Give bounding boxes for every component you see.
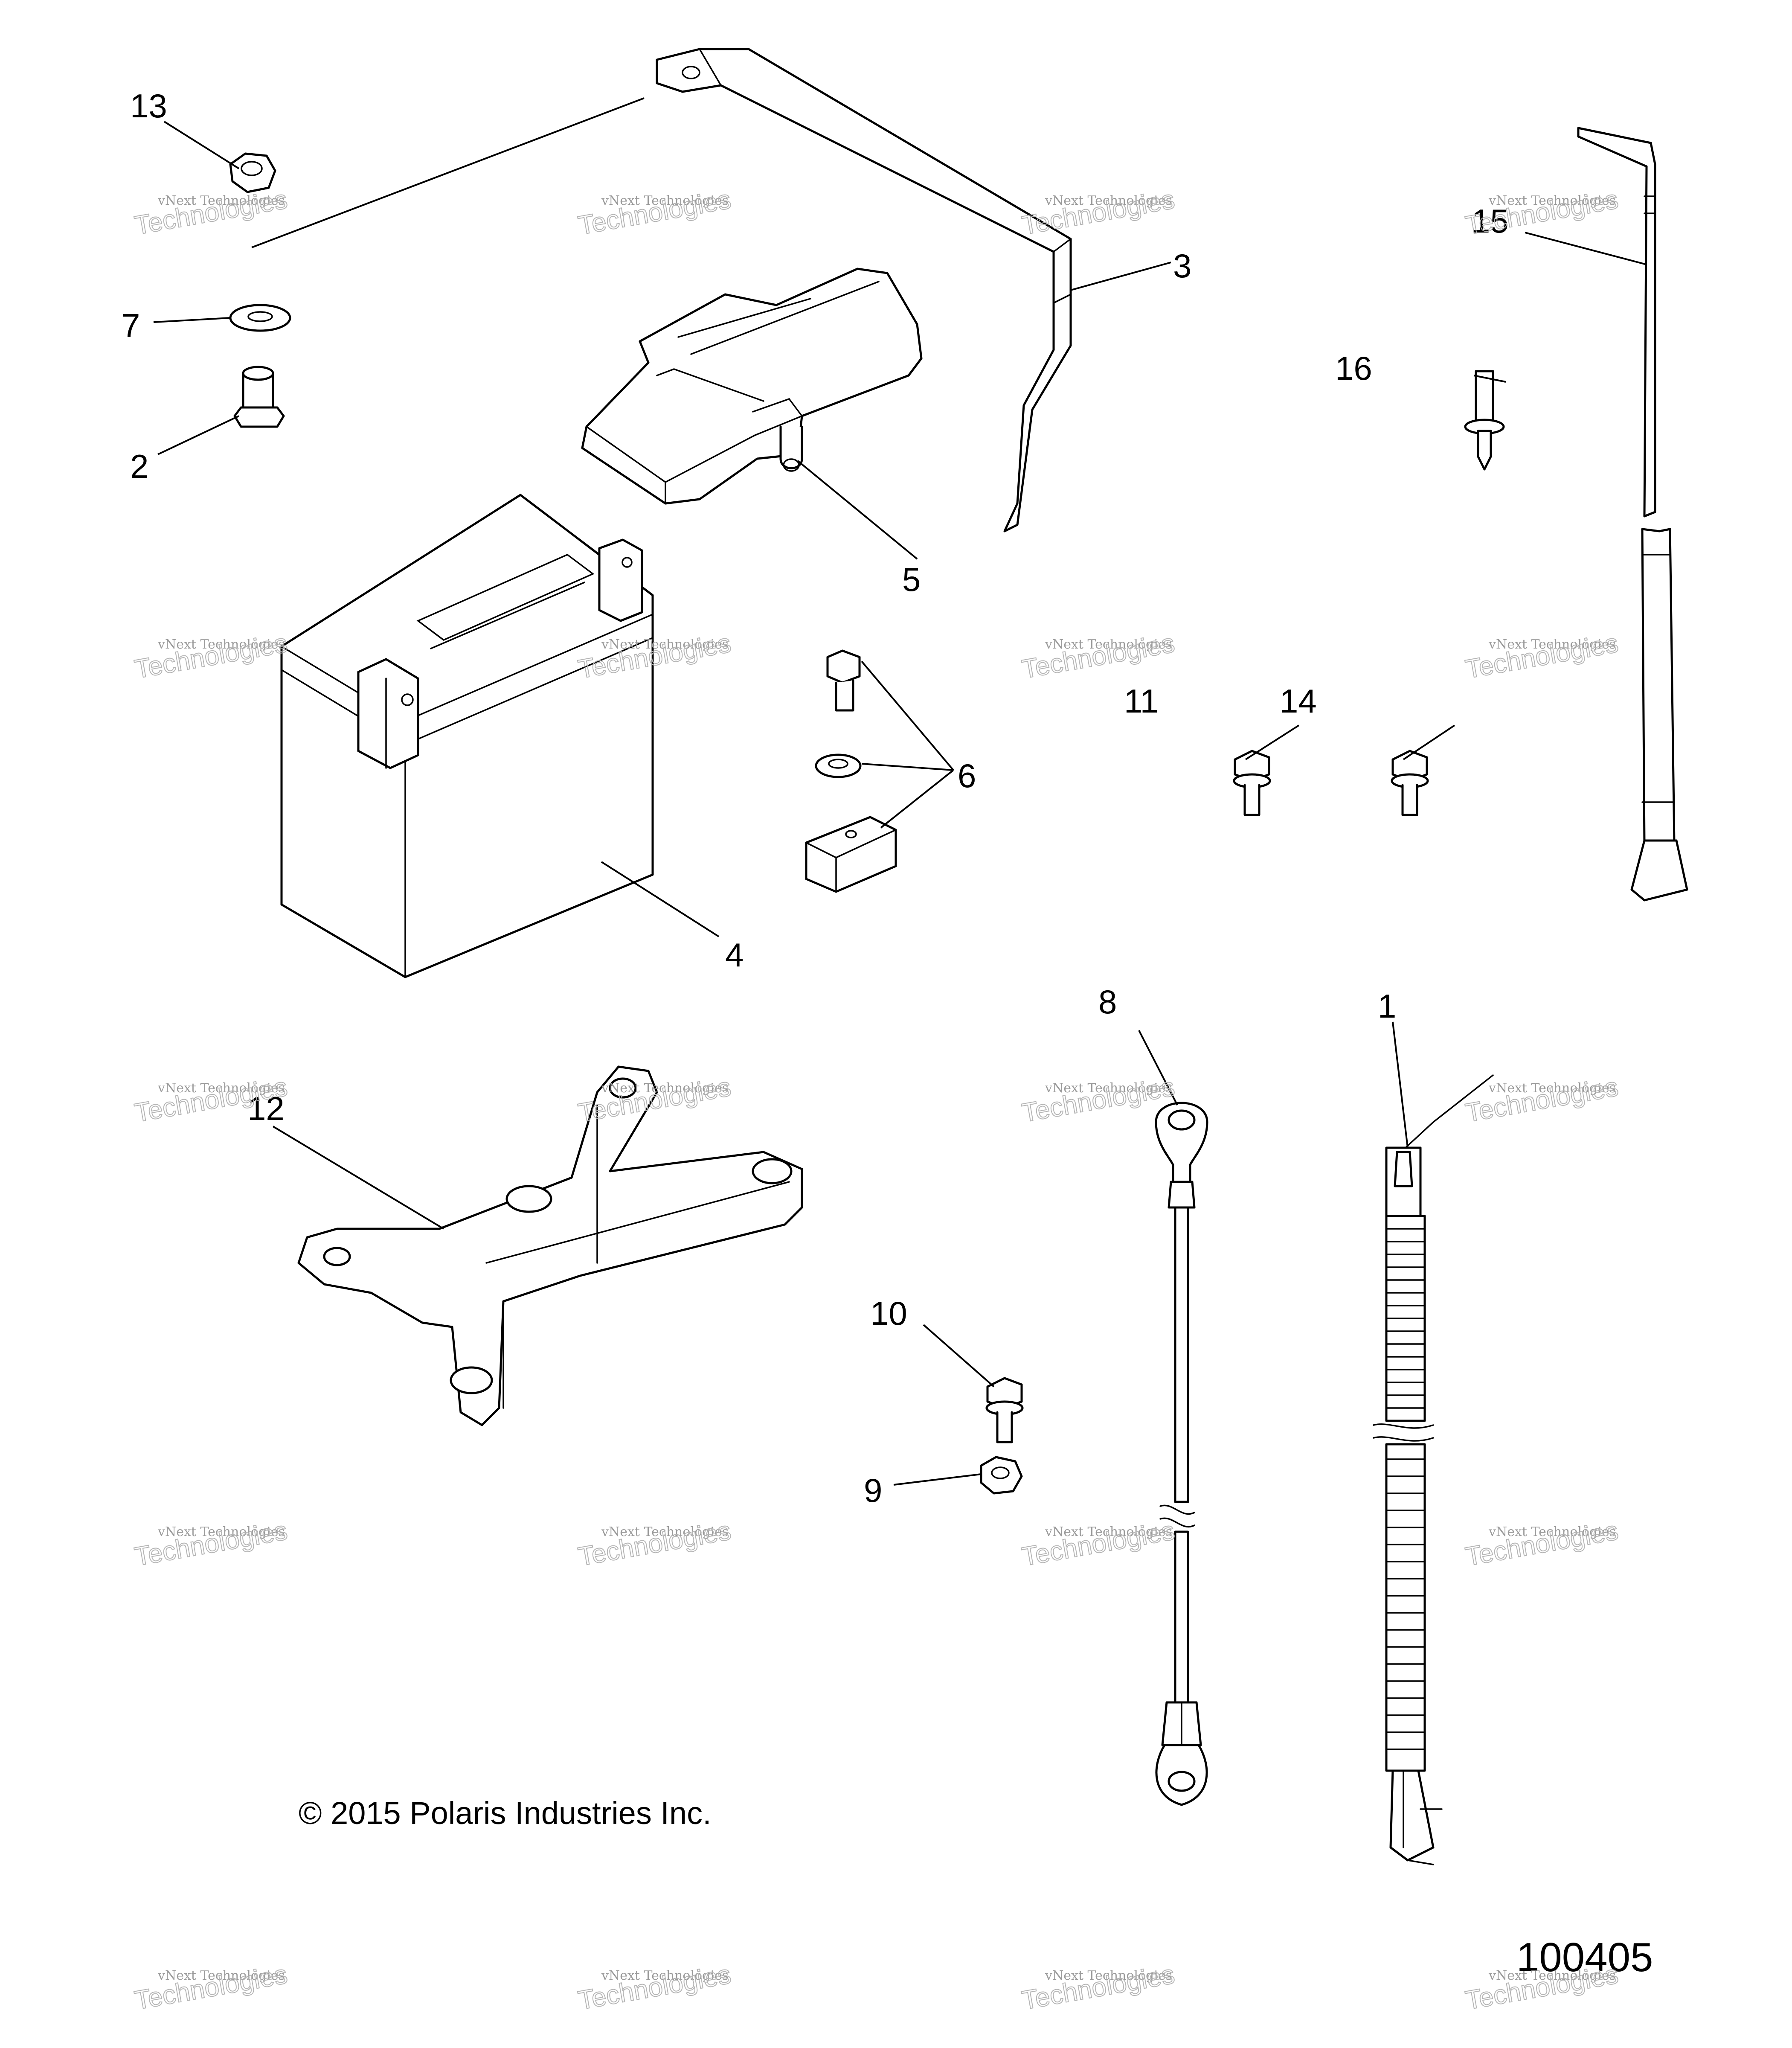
watermark: vNext Technologies Technologies [132,628,290,685]
part-14-bolt [1391,750,1429,816]
svg-text:vNext Technologies: vNext Technologies [601,1968,729,1983]
watermark: vNext Technologies Technologies [1463,184,1621,241]
svg-text:vNext Technologies: vNext Technologies [1045,193,1172,208]
callout-9: 9 [864,1472,882,1509]
part-6-hardware [805,649,897,893]
callout-3: 3 [1173,247,1191,285]
part-9-nut [980,1456,1023,1495]
watermark: vNext Technologies Technologies [575,1072,733,1129]
callout-14: 14 [1280,682,1317,720]
callout-16: 16 [1335,349,1372,387]
svg-text:vNext Technologies: vNext Technologies [1488,193,1616,208]
watermark: vNext Technologies Technologies [1463,628,1621,685]
watermark: vNext Technologies Technologies [132,1516,290,1572]
leader-lines [153,97,1647,1486]
watermark: vNext Technologies Technologies [1463,1516,1621,1572]
part-5-cover [581,268,923,505]
watermark: vNext Technologies Technologies [1019,1959,1177,2016]
svg-text:vNext Technologies: vNext Technologies [601,1081,729,1096]
part-1-wrapped-cable [1373,1074,1494,1865]
copyright-notice: © 2015 Polaris Industries Inc. [299,1795,712,1831]
watermark: vNext Technologies Technologies [575,1959,733,2016]
part-13-nut [229,152,276,193]
part-15-rod [1577,127,1688,902]
svg-text:vNext Technologies: vNext Technologies [1045,1081,1172,1096]
svg-text:vNext Technologies: vNext Technologies [1488,637,1616,652]
part-8-cable [1155,1102,1208,1806]
svg-text:vNext Technologies: vNext Technologies [1488,1081,1616,1096]
part-2-bolt [233,366,285,428]
callout-8: 8 [1098,983,1117,1021]
callout-4: 4 [725,936,744,974]
svg-text:vNext Technologies: vNext Technologies [601,637,729,652]
svg-text:vNext Technologies: vNext Technologies [157,1968,285,1983]
callout-11: 11 [1124,682,1159,720]
svg-text:vNext Technologies: vNext Technologies [157,1081,285,1096]
callout-15: 15 [1472,202,1509,240]
svg-text:vNext Technologies: vNext Technologies [157,637,285,652]
watermark: vNext Technologies Technologies [1019,184,1177,241]
callout-6: 6 [958,757,976,794]
svg-text:vNext Technologies: vNext Technologies [601,193,729,208]
part-7-washer [229,304,291,332]
callout-2: 2 [130,448,148,485]
watermark: vNext Technologies Technologies [132,184,290,241]
watermark: vNext Technologies Technologies [132,1959,290,2016]
callout-10: 10 [870,1295,907,1332]
svg-text:vNext Technologies: vNext Technologies [1045,1524,1172,1539]
part-4-battery [280,494,654,978]
svg-text:vNext Technologies: vNext Technologies [1045,637,1172,652]
svg-text:vNext Technologies: vNext Technologies [601,1524,729,1539]
watermark: vNext Technologies Technologies [1019,628,1177,685]
callout-labels: 1 2 3 4 5 6 7 8 9 10 11 12 13 14 15 16 [122,87,1509,1509]
svg-text:vNext Technologies: vNext Technologies [1488,1524,1616,1539]
watermark: vNext Technologies Technologies [575,184,733,241]
callout-12: 12 [247,1090,285,1127]
svg-text:vNext Technologies: vNext Technologies [1488,1968,1616,1983]
callout-5: 5 [902,561,921,598]
part-3-bracket [656,48,1072,532]
watermark: vNext Technologies Technologies [1019,1072,1177,1129]
svg-text:vNext Technologies: vNext Technologies [1045,1968,1172,1983]
part-16-pin [1464,370,1505,471]
part-12-plate [297,1065,803,1426]
part-10-bolt [985,1377,1024,1443]
watermark: vNext Technologies Technologies [1019,1516,1177,1572]
callout-13: 13 [130,87,167,125]
watermark: vNext Technologies Technologies [575,1516,733,1572]
part-11-bolt [1233,750,1271,816]
svg-text:vNext Technologies: vNext Technologies [157,193,285,208]
watermark: vNext Technologies Technologies [1463,1959,1621,2016]
diagram-id: 100405 [1516,1935,1653,1980]
svg-text:vNext Technologies: vNext Technologies [157,1524,285,1539]
callout-1: 1 [1378,987,1396,1025]
callout-7: 7 [122,307,140,344]
